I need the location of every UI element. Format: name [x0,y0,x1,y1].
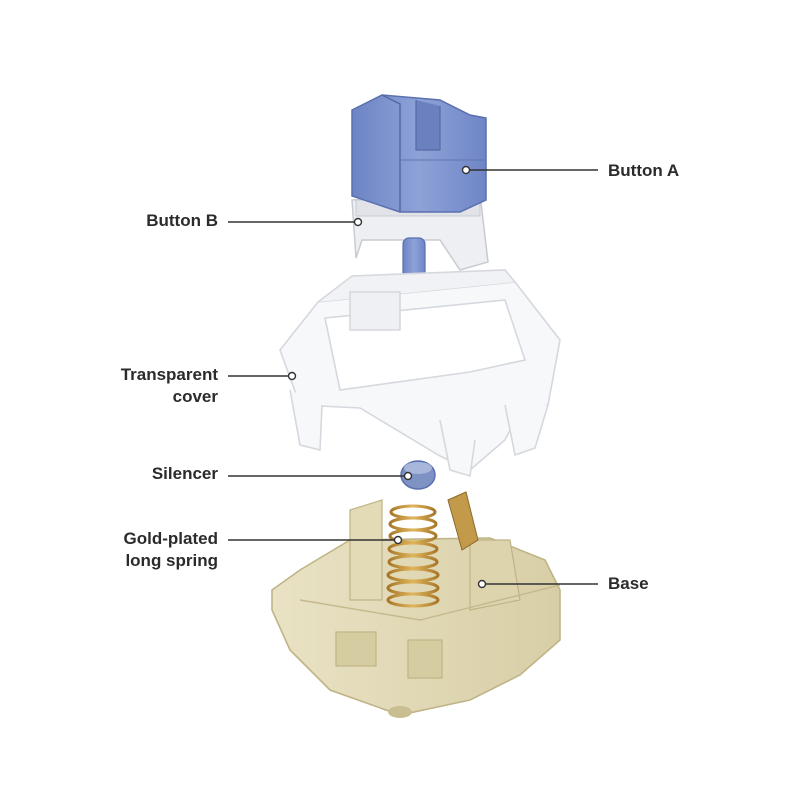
leader-dot-button-b [353,217,363,227]
label-transparent-cover-line-1: Transparent [120,365,218,384]
silencer-illustration [400,460,436,490]
label-silencer: Silencer [151,464,218,483]
label-button-a: Button A [608,161,680,180]
leader-dot-silencer [403,471,413,481]
leader-dot-base [477,579,487,589]
label-base: Base [608,574,649,593]
label-transparent-cover-line-2: cover [172,387,218,406]
leader-dot-cover [287,371,297,381]
label-transparent-cover: Transparent cover [80,364,218,408]
label-gold-plated-spring: Gold-plated long spring [60,528,218,572]
label-spring-line-2: long spring [125,551,218,570]
label-button-b: Button B [146,211,218,230]
transparent-cover-illustration [279,269,561,478]
gold-spring-illustration [386,504,440,608]
leader-dot-spring [393,535,403,545]
label-spring-line-1: Gold-plated [123,529,218,548]
leader-dot-button-a [461,165,471,175]
